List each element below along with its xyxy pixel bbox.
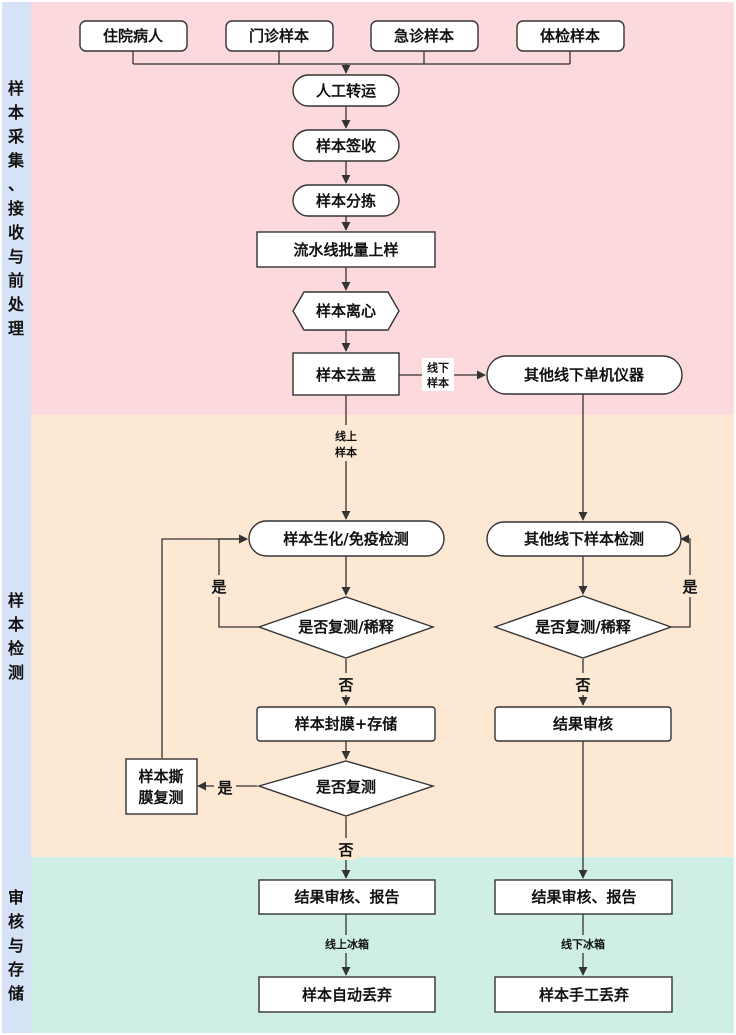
step-other-offline-test: 其他线下样本检测 xyxy=(486,521,682,557)
edge-label-online-fridge: 线上冰箱 xyxy=(318,935,376,953)
svg-text:住院病人: 住院病人 xyxy=(103,27,164,45)
decision-retest: 是否复测 xyxy=(256,760,436,817)
svg-text:急诊样本: 急诊样本 xyxy=(394,27,454,45)
svg-text:样本去盖: 样本去盖 xyxy=(316,366,376,384)
step-sample-sorting: 样本分拣 xyxy=(292,184,400,217)
svg-text:样本手工丢弃: 样本手工丢弃 xyxy=(539,986,629,1004)
step-other-offline-instruments: 其他线下单机仪器 xyxy=(486,355,683,395)
step-sample-receipt: 样本签收 xyxy=(292,129,400,162)
step-review-report-right: 结果审核、报告 xyxy=(494,879,673,915)
svg-text:人工转运: 人工转运 xyxy=(316,82,376,100)
label-yes-retest: 是 xyxy=(214,776,236,798)
source-emergency: 急诊样本 xyxy=(370,20,479,52)
decision-retest-dilute-right: 是否复测/稀释 xyxy=(492,595,674,659)
svg-text:结果审核、报告: 结果审核、报告 xyxy=(531,888,636,906)
svg-text:流水线批量上样: 流水线批量上样 xyxy=(293,241,398,259)
svg-text:否: 否 xyxy=(337,841,353,859)
svg-text:否: 否 xyxy=(574,676,590,694)
svg-text:结果审核: 结果审核 xyxy=(553,715,613,733)
svg-text:结果审核、报告: 结果审核、报告 xyxy=(294,888,399,906)
svg-text:样本封膜+存储: 样本封膜+存储 xyxy=(295,715,398,733)
svg-text:线下冰箱: 线下冰箱 xyxy=(561,937,605,951)
svg-text:样本撕膜复测: 样本撕膜复测 xyxy=(138,768,183,807)
step-manual-transport: 人工转运 xyxy=(292,74,400,107)
step-centrifuge: 样本离心 xyxy=(292,291,400,331)
svg-text:样本签收: 样本签收 xyxy=(316,137,376,155)
svg-text:是否复测/稀释: 是否复测/稀释 xyxy=(297,618,394,636)
svg-text:样本离心: 样本离心 xyxy=(316,302,376,320)
svg-text:是: 是 xyxy=(210,578,227,596)
source-checkup: 体检样本 xyxy=(516,20,625,52)
svg-text:其他线下样本检测: 其他线下样本检测 xyxy=(524,530,644,548)
svg-text:线上冰箱: 线上冰箱 xyxy=(325,937,369,951)
lane-collection-label-bg xyxy=(2,2,31,415)
lane-testing-label: 样本检测 xyxy=(8,591,24,682)
step-manual-discard: 样本手工丢弃 xyxy=(494,976,673,1013)
svg-text:线上样本: 线上样本 xyxy=(335,429,357,459)
step-result-review: 结果审核 xyxy=(494,706,672,742)
edge-label-offline-fridge: 线下冰箱 xyxy=(554,935,612,953)
step-decap: 样本去盖 xyxy=(292,352,400,396)
label-no-left: 否 xyxy=(335,673,357,695)
lane-testing-label-bg xyxy=(2,415,31,857)
label-yes-right: 是 xyxy=(679,575,701,597)
label-no-retest: 否 xyxy=(335,838,357,860)
edge-label-offline-sample: 线下样本 xyxy=(422,358,454,391)
source-inpatient: 住院病人 xyxy=(79,20,188,52)
svg-text:其他线下单机仪器: 其他线下单机仪器 xyxy=(524,366,645,384)
svg-text:门诊样本: 门诊样本 xyxy=(249,27,309,45)
svg-text:线下样本: 线下样本 xyxy=(427,361,449,390)
svg-text:样本自动丢弃: 样本自动丢弃 xyxy=(302,986,392,1004)
label-no-right: 否 xyxy=(572,673,594,695)
lane-review-label-bg xyxy=(2,857,31,1033)
lane-review-label: 审核与存储 xyxy=(7,888,24,1003)
step-pipeline-loading: 流水线批量上样 xyxy=(256,231,436,268)
lane-collection-label: 样本采集、接收与前处理 xyxy=(7,79,25,338)
step-seal-store: 样本封膜+存储 xyxy=(256,706,436,742)
decision-retest-dilute-left: 是否复测/稀释 xyxy=(256,596,436,659)
step-auto-discard: 样本自动丢弃 xyxy=(258,976,436,1013)
step-biochem-immuno-test: 样本生化/免疫检测 xyxy=(248,520,445,557)
source-outpatient: 门诊样本 xyxy=(225,20,334,52)
svg-text:样本生化/免疫检测: 样本生化/免疫检测 xyxy=(283,530,408,548)
svg-text:是: 是 xyxy=(681,578,698,596)
svg-text:是: 是 xyxy=(216,779,233,797)
step-unseal-retest: 样本撕膜复测 xyxy=(125,758,198,815)
edge-label-online-sample: 线上样本 xyxy=(330,425,362,461)
svg-text:是否复测/稀释: 是否复测/稀释 xyxy=(534,618,631,636)
svg-text:体检样本: 体检样本 xyxy=(540,27,600,45)
step-review-report-left: 结果审核、报告 xyxy=(258,879,436,915)
label-yes-left: 是 xyxy=(208,575,230,597)
svg-text:是否复测: 是否复测 xyxy=(315,778,376,796)
connectors xyxy=(132,51,691,976)
svg-text:否: 否 xyxy=(337,676,353,694)
svg-text:样本分拣: 样本分拣 xyxy=(316,192,376,210)
